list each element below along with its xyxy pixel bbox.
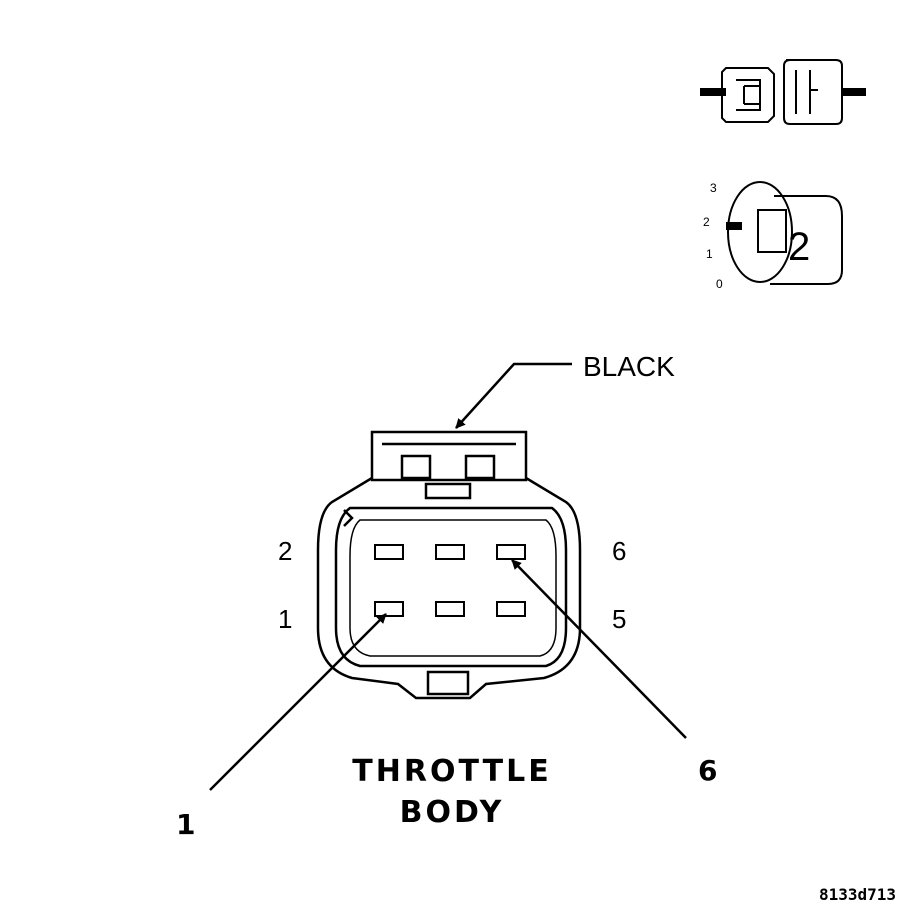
- callout-label-left: 1: [176, 808, 195, 841]
- figure-id: 8133d713: [819, 885, 896, 904]
- cavity-4: [435, 544, 465, 560]
- color-leader-arrow: [455, 362, 572, 429]
- callout-arrow-left: [209, 613, 387, 791]
- connector-halves-icon: [700, 59, 866, 125]
- callout-label-right: 6: [698, 754, 717, 787]
- inset-lock-digit: 2: [788, 225, 810, 269]
- inset-scale-0: 0: [716, 277, 723, 291]
- connector-position-lock-icon: 3 2 1 0 2: [703, 181, 843, 291]
- cavity-5: [496, 601, 526, 617]
- cavity-6: [496, 544, 526, 560]
- cavity-label-bottom-left: 1: [278, 604, 292, 634]
- cavity-label-top-right: 6: [612, 536, 626, 566]
- callout-arrow-right: [511, 559, 687, 739]
- cavity-grid: [374, 544, 526, 617]
- component-name-line1: THROTTLE: [352, 754, 551, 789]
- cavity-label-bottom-right: 5: [612, 604, 626, 634]
- cavity-3: [435, 601, 465, 617]
- connector-face: [316, 430, 582, 700]
- cavity-label-top-left: 2: [278, 536, 292, 566]
- cavity-2: [374, 544, 404, 560]
- inset-scale-3: 3: [710, 181, 717, 195]
- connector-color-label: BLACK: [583, 351, 675, 382]
- inset-scale-2: 2: [703, 215, 710, 229]
- inset-scale-1: 1: [706, 247, 713, 261]
- component-name-line2: BODY: [400, 795, 505, 830]
- cavity-1: [374, 601, 404, 617]
